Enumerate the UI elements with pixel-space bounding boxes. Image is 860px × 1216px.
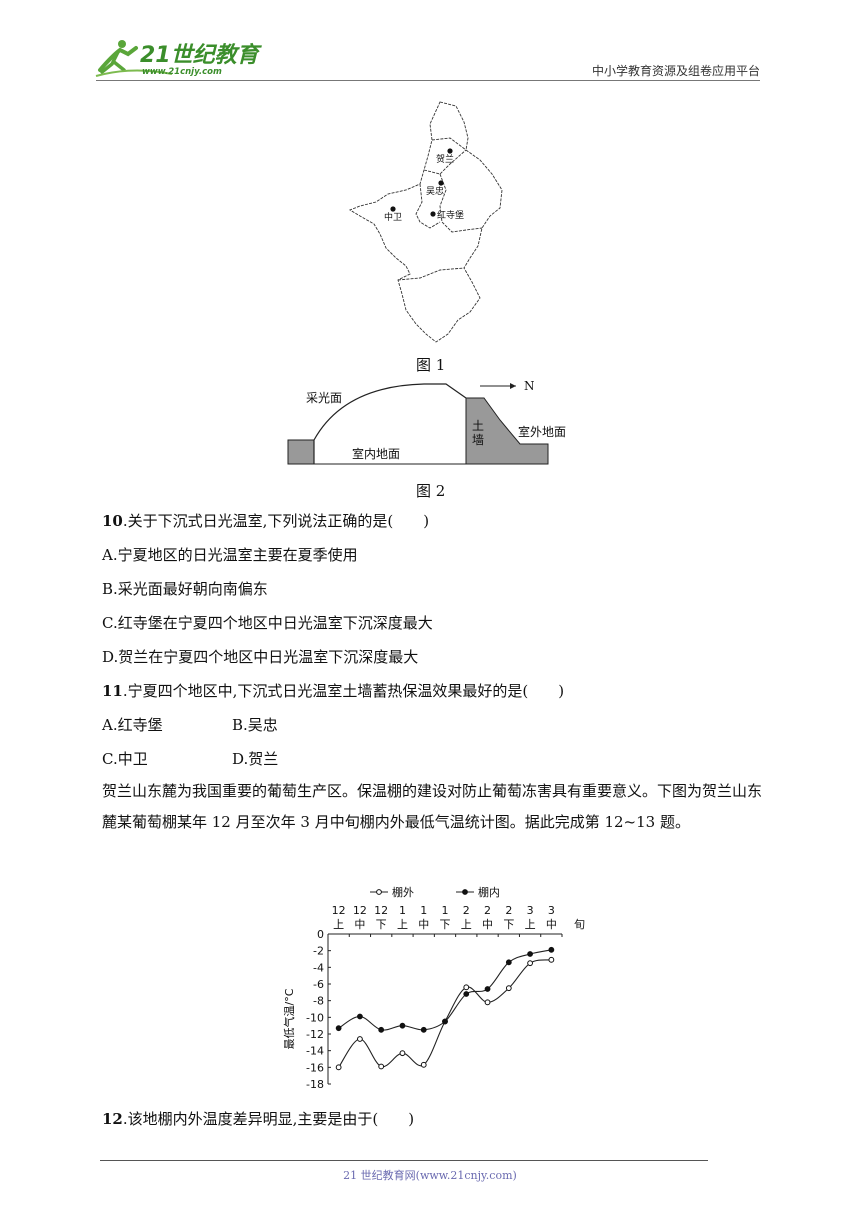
series-point-1: [399, 1022, 406, 1029]
x-axis-unit: 旬: [574, 918, 585, 931]
series-point-0: [505, 985, 512, 992]
x-tick-label-month: 1: [399, 904, 406, 917]
logo-text: 21世纪教育: [140, 42, 263, 68]
question-12-stem: 12.该地棚内外温度差异明显,主要是由于( ): [102, 1110, 415, 1128]
x-tick-label-month: 3: [527, 904, 534, 917]
series-point-1: [548, 946, 555, 953]
figure-2-cross-section: 采光面 N 土 墙 室外地面 室内地面: [284, 378, 584, 470]
x-tick-label-month: 2: [505, 904, 512, 917]
footer-site-link[interactable]: 21 世纪教育网(www.21cnjy.com): [343, 1169, 517, 1182]
figure-2-caption: 图 2: [416, 482, 446, 500]
series-point-1: [335, 1025, 342, 1032]
y-axis-label: 最低气温/°C: [282, 988, 296, 1049]
x-tick-label-period: 中: [354, 918, 365, 931]
question-11-option-a: A.红寺堡: [102, 716, 163, 734]
x-tick-label-month: 2: [484, 904, 491, 917]
footer-divider: [100, 1160, 708, 1161]
x-tick-label-period: 上: [397, 918, 408, 931]
series-point-0: [378, 1063, 385, 1070]
series-point-1: [484, 986, 491, 992]
legend-marker-0: [376, 889, 382, 895]
x-tick-label-month: 12: [332, 904, 346, 917]
question-10-option-b: B.采光面最好朝向南偏东: [102, 580, 268, 598]
y-tick-label: -18: [306, 1078, 324, 1091]
series-point-0: [484, 999, 491, 1006]
x-tick-label-period: 下: [503, 918, 514, 931]
question-11-option-d: D.贺兰: [232, 750, 279, 768]
series-point-0: [399, 1050, 406, 1057]
x-tick-label-month: 3: [548, 904, 555, 917]
series-point-1: [378, 1026, 385, 1033]
earth-wall-label-2: 墙: [472, 433, 484, 447]
series-line-0: [338, 959, 552, 1068]
x-tick-label-period: 中: [418, 918, 429, 931]
light-surface-label: 采光面: [306, 391, 342, 405]
y-tick-label: -12: [306, 1028, 324, 1041]
y-tick-label: -14: [306, 1045, 324, 1058]
series-point-0: [463, 984, 470, 991]
x-tick-label-period: 上: [461, 918, 472, 931]
series-point-0: [420, 1061, 427, 1068]
x-tick-label-period: 下: [440, 918, 451, 931]
series-point-0: [335, 1064, 342, 1071]
x-tick-label-period: 中: [546, 918, 557, 931]
x-tick-label-period: 中: [482, 918, 493, 931]
series-point-0: [357, 1036, 363, 1042]
question-11-number: 11: [102, 682, 123, 700]
x-tick-label-month: 1: [420, 904, 427, 917]
y-tick-label: -10: [306, 1011, 324, 1024]
question-10-stem: 10.关于下沉式日光温室,下列说法正确的是( ): [102, 512, 430, 530]
x-tick-label-month: 1: [442, 904, 449, 917]
series-point-1: [463, 991, 470, 997]
runner-icon: [95, 40, 173, 77]
place-label-zhongwei: 中卫: [384, 211, 402, 223]
header-divider: [96, 80, 760, 81]
series-point-0: [548, 956, 555, 963]
material-intro: 贺兰山东麓为我国重要的葡萄生产区。保温棚的建设对防止葡萄冻害具有重要意义。下图为…: [102, 782, 763, 831]
legend-marker-1: [462, 889, 468, 895]
series-point-1: [357, 1013, 363, 1020]
x-tick-label-period: 上: [525, 918, 536, 931]
legend-label-1: 棚内: [478, 885, 500, 899]
y-tick-label: -6: [313, 978, 324, 991]
series-point-1: [442, 1018, 448, 1025]
figure-1-caption: 图 1: [416, 356, 446, 374]
indoor-ground-label: 室内地面: [352, 446, 400, 461]
x-tick-label-period: 上: [333, 918, 344, 931]
series-point-1: [505, 959, 512, 966]
y-tick-label: -8: [313, 995, 324, 1008]
platform-name: 中小学教育资源及组卷应用平台: [591, 64, 760, 78]
series-line-1: [338, 949, 552, 1031]
y-tick-label: 0: [317, 928, 324, 941]
question-11-option-b: B.吴忠: [232, 716, 278, 734]
place-label-hongsibu: 红寺堡: [437, 209, 464, 221]
place-label-wuzhong: 吴忠: [426, 186, 444, 197]
x-tick-label-month: 12: [353, 904, 367, 917]
question-10-option-a: A.宁夏地区的日光温室主要在夏季使用: [102, 546, 358, 564]
series-point-1: [527, 951, 533, 957]
logo-url: www.21cnjy.com: [142, 67, 222, 77]
y-tick-label: -2: [313, 945, 324, 958]
y-tick-label: -4: [313, 961, 324, 974]
question-10-option-d: D.贺兰在宁夏四个地区中日光温室下沉深度最大: [102, 648, 419, 666]
series-point-0: [527, 960, 533, 967]
question-10-option-c: C.红寺堡在宁夏四个地区中日光温室下沉深度最大: [102, 614, 433, 632]
question-12-number: 12: [102, 1110, 123, 1128]
north-arrow-label: N: [524, 379, 535, 393]
question-11-option-c: C.中卫: [102, 750, 148, 768]
legend-label-0: 棚外: [392, 885, 414, 899]
x-tick-label-month: 12: [374, 904, 388, 917]
outdoor-ground-label: 室外地面: [518, 424, 566, 439]
x-tick-label-period: 下: [376, 918, 387, 931]
earth-wall-label-1: 土: [472, 419, 484, 433]
series-point-1: [420, 1026, 427, 1033]
site-logo[interactable]: 21世纪教育 www.21cnjy.com: [92, 36, 272, 80]
question-10-number: 10: [102, 512, 123, 530]
x-tick-label-month: 2: [463, 904, 470, 917]
place-label-helan: 贺兰: [436, 153, 454, 165]
question-11-stem: 11.宁夏四个地区中,下沉式日光温室土墙蓄热保温效果最好的是( ): [102, 682, 565, 700]
y-tick-label: -16: [306, 1061, 324, 1074]
figure-1-map: 贺兰 吴忠 中卫 红寺堡: [340, 98, 520, 348]
